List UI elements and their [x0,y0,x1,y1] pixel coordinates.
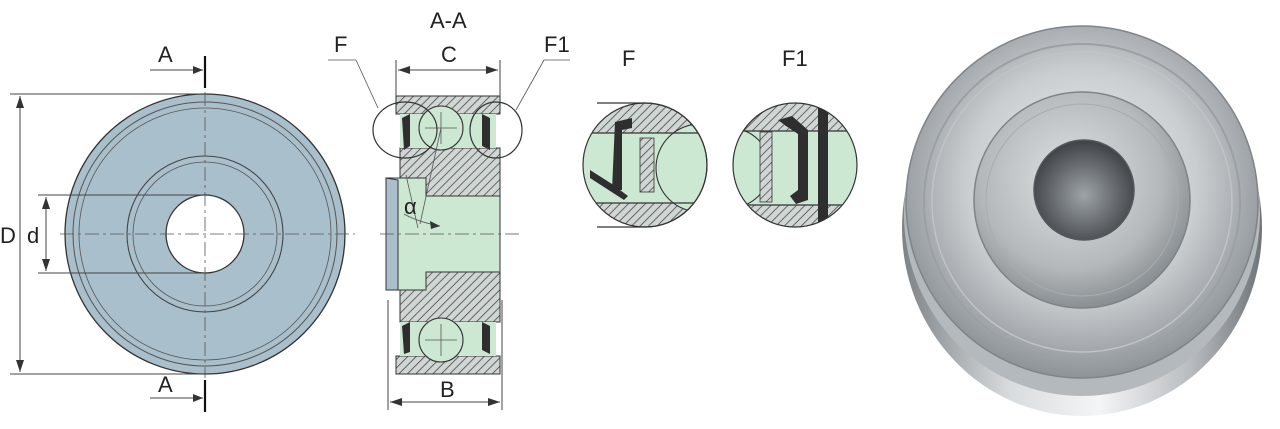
width-outer-label: B [440,377,455,402]
detail-f-label: F [622,46,635,71]
bearing-photo [884,0,1280,424]
front-view: A A D d [0,42,355,412]
detail-f: F [582,46,708,228]
outer-diameter-label: D [0,223,16,248]
bore-photo [1033,139,1135,241]
section-mark-bottom: A [158,372,173,397]
bore-diameter-label: d [27,223,39,248]
detail-f1: F1 [732,46,858,228]
detail-f1-label: F1 [782,46,808,71]
section-title: A-A [430,8,467,33]
seal-right-bottom [482,322,490,354]
contact-angle-label: α [404,194,417,219]
section-view: α C B A-A F F1 [328,8,570,410]
seal-right-top [482,114,490,150]
seal-left-bottom [402,322,410,354]
callout-f-label: F [334,32,347,57]
callout-f1-label: F1 [544,32,570,57]
section-mark-top: A [158,42,173,67]
width-inner-label: C [441,42,457,67]
seal-left-top [402,114,410,150]
